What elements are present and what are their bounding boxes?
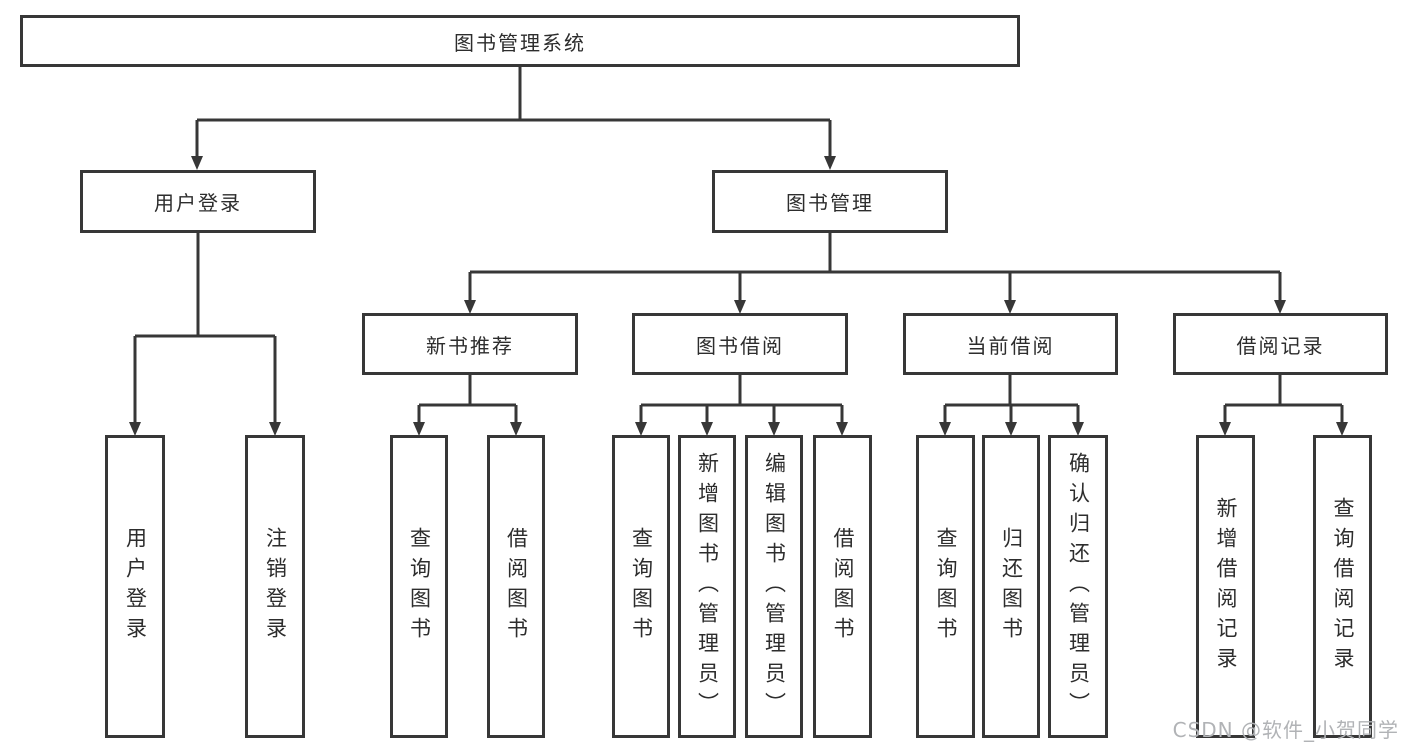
node-user-login-branch: 用户登录 [80,170,316,233]
leaf-add-borrow-record: 新增借阅记录 [1196,435,1255,738]
leaf-edit-books-admin: 编辑图书（管理员） [745,435,803,738]
leaf-borrow-books: 借阅图书 [813,435,872,738]
leaf-label: 编辑图书（管理员） [762,451,787,722]
leaf-query-books-current: 查询图书 [916,435,975,738]
leaf-label: 查询图书 [629,526,654,647]
leaf-label: 借阅图书 [831,526,855,647]
leaf-label: 新增借阅记录 [1214,496,1238,677]
node-book-management: 图书管理 [712,170,948,233]
leaf-user-login: 用户登录 [105,435,165,738]
edge-root-to-level2 [191,67,836,170]
node-book-borrow: 图书借阅 [632,313,848,375]
edge-login-to-leaves [129,233,281,436]
leaf-confirm-return-admin: 确认归还（管理员） [1048,435,1108,738]
edge-borrow-to-leaves [635,375,848,436]
leaf-label: 确认归还（管理员） [1066,451,1091,722]
leaf-borrow-books-recommend: 借阅图书 [487,435,545,738]
leaf-query-books-recommend: 查询图书 [390,435,448,738]
leaf-query-borrow-record: 查询借阅记录 [1313,435,1372,738]
edge-mgmt-to-modules [464,233,1286,314]
leaf-label: 归还图书 [999,526,1024,647]
node-current-borrow: 当前借阅 [903,313,1118,375]
leaf-label: 查询图书 [934,526,958,647]
node-root-system: 图书管理系统 [20,15,1020,67]
leaf-label: 注销登录 [263,526,288,647]
watermark: CSDN @软件_小贺同学 [1172,718,1399,742]
leaf-label: 借阅图书 [504,526,529,647]
leaf-label: 查询借阅记录 [1331,496,1355,677]
leaf-add-books-admin: 新增图书（管理员） [678,435,736,738]
node-borrow-records: 借阅记录 [1173,313,1388,375]
edge-records-to-leaves [1219,375,1348,436]
leaf-label: 查询图书 [407,526,432,647]
edge-recommend-to-leaves [413,375,522,436]
node-new-book-recommend: 新书推荐 [362,313,578,375]
leaf-logout: 注销登录 [245,435,305,738]
leaf-label: 用户登录 [123,526,148,647]
leaf-label: 新增图书（管理员） [695,451,720,722]
edge-current-to-leaves [939,375,1084,436]
leaf-query-books-borrow: 查询图书 [612,435,670,738]
leaf-return-books: 归还图书 [982,435,1040,738]
